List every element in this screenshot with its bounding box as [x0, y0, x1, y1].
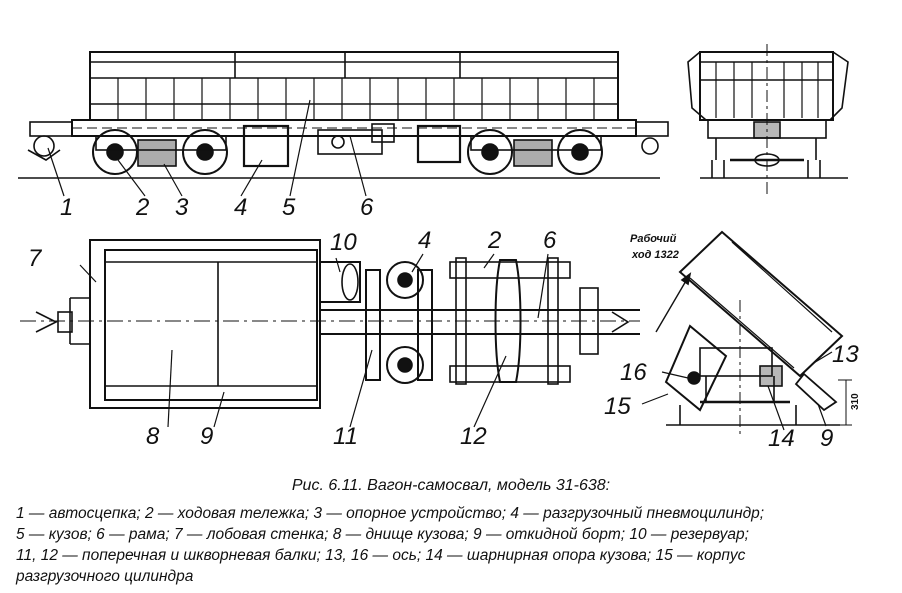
label-8: 8 [146, 423, 160, 450]
side-bogie-left [92, 129, 228, 175]
end-view [687, 44, 849, 196]
label-16: 16 [620, 359, 647, 386]
legend-line-1: 1 — автосцепка; 2 — ходовая тележка; 3 —… [16, 505, 765, 522]
dump-car-technical-drawing: 1 2 3 4 5 6 7 8 9 10 4 2 6 11 12 16 15 1… [18, 44, 861, 452]
label-11: 11 [333, 423, 358, 450]
label-13: 13 [832, 341, 859, 368]
working-stroke-label-line1: Рабочий [630, 233, 677, 245]
label-4: 4 [234, 194, 247, 221]
plan-view [20, 239, 640, 428]
label-2: 2 [135, 194, 149, 221]
legend-line-4: разгрузочного цилиндра [16, 568, 194, 585]
working-stroke-label-line2: ход 1322 [631, 249, 679, 261]
label-15: 15 [604, 393, 631, 420]
label-14: 14 [768, 425, 795, 452]
label-9: 9 [200, 423, 213, 450]
side-view [18, 51, 669, 197]
label-3: 3 [175, 194, 189, 221]
legend-line-3: 11, 12 — поперечная и шкворневая балки; … [16, 547, 746, 564]
figure-caption: Рис. 6.11. Вагон-самосвал, модель 31-638… [291, 477, 611, 494]
label-10: 10 [330, 229, 357, 256]
label-5: 5 [282, 194, 296, 221]
dimension-310: 310 [850, 393, 861, 410]
label-2-plan: 2 [487, 227, 501, 254]
legend-line-2: 5 — кузов; 6 — рама; 7 — лобовая стенка;… [16, 526, 749, 543]
side-bogie-right [467, 129, 603, 175]
label-1: 1 [60, 194, 73, 221]
label-12: 12 [460, 423, 487, 450]
label-7: 7 [28, 245, 43, 272]
label-6: 6 [360, 194, 374, 221]
label-6-plan: 6 [543, 227, 557, 254]
unloading-view [641, 230, 852, 438]
label-9-end: 9 [820, 425, 833, 452]
figure-legend: 1 — автосцепка; 2 — ходовая тележка; 3 —… [16, 503, 891, 587]
label-4-plan: 4 [418, 227, 431, 254]
